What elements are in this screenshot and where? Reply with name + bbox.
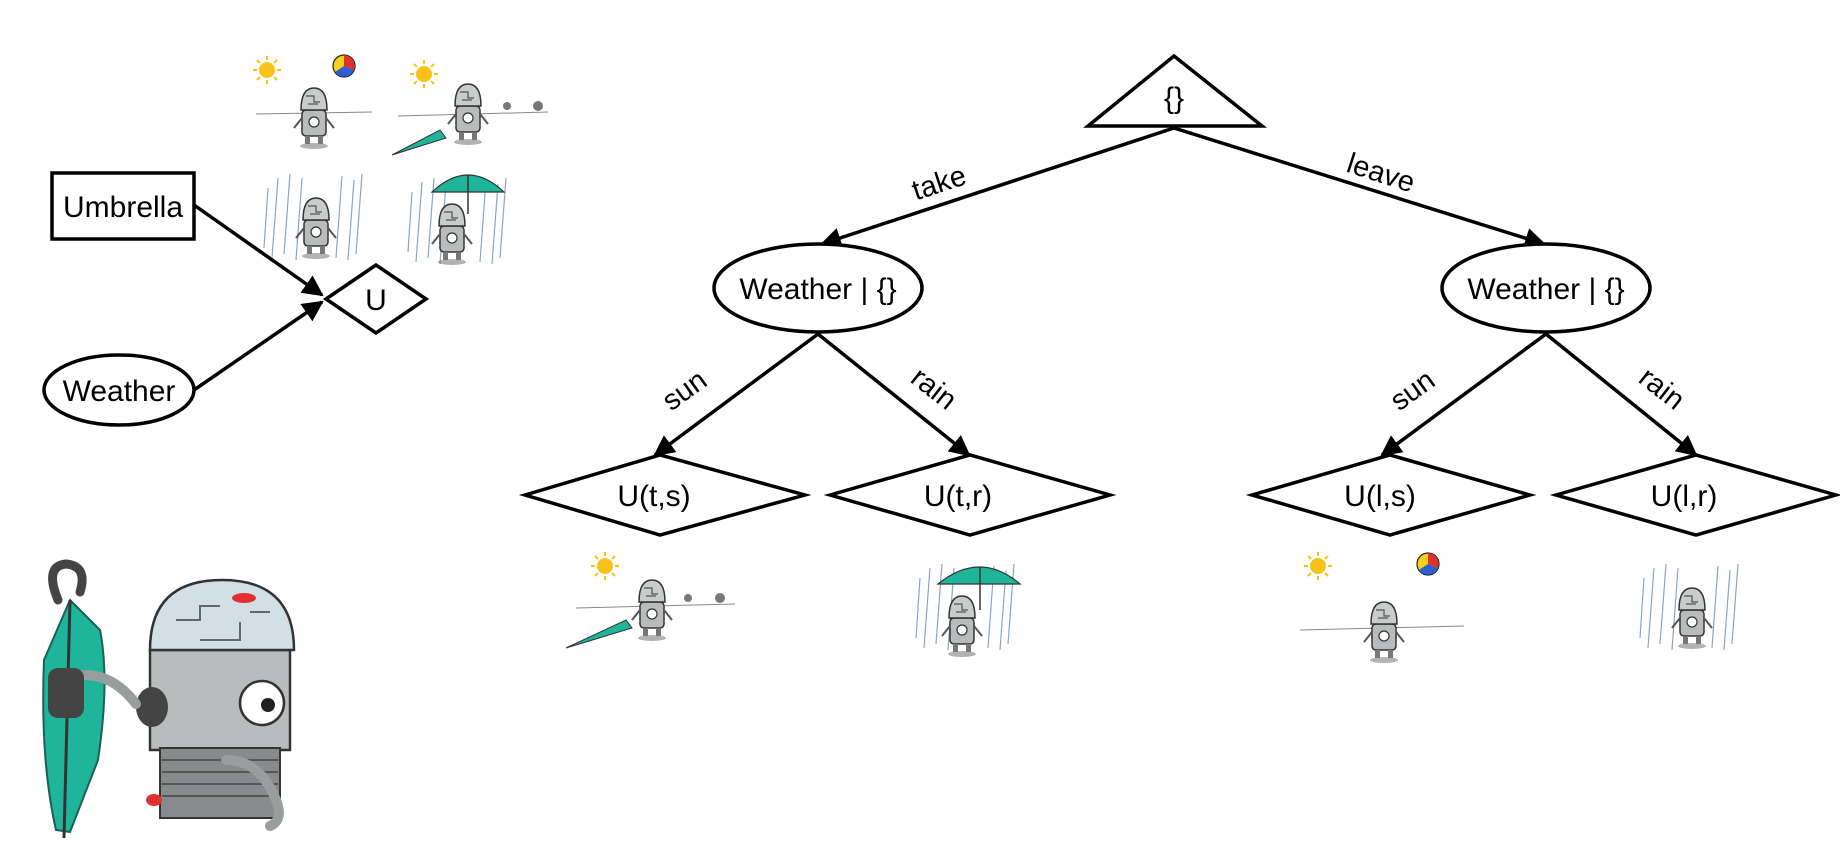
edge-rain-left (816, 332, 971, 457)
leaf-label-lr: U(l,r) (1651, 480, 1718, 513)
edge-label-rain-right: rain (1633, 361, 1691, 416)
edge-sun-left (653, 332, 820, 457)
rainy-no-umbrella-illustration (263, 173, 363, 261)
rainy-with-umbrella-illustration (407, 174, 507, 266)
edge-label-sun-left: sun (656, 364, 713, 417)
utility-leaf-leave-sun (1245, 453, 1537, 537)
weather-chance-node (42, 353, 196, 427)
leaf-label-tr: U(t,r) (924, 480, 992, 513)
edge-leave (1173, 126, 1547, 249)
utility-label: U (365, 284, 387, 317)
influence-diagram: Umbrella Weather U (42, 171, 430, 427)
chance-node-leave (1440, 242, 1652, 334)
leaf-illustration-leave-sun (1299, 551, 1465, 664)
sunny-with-umbrella-illustration (391, 59, 549, 156)
edge-label-sun-right: sun (1384, 364, 1441, 417)
utility-leaf-take-sun (518, 453, 812, 537)
robot-holding-umbrella-illustration (42, 559, 296, 839)
edge-take (820, 126, 1175, 249)
root-label: {} (1164, 82, 1184, 115)
weather-label: Weather (63, 375, 176, 408)
edge-rain-right (1544, 332, 1698, 457)
utility-leaf-leave-rain (1549, 453, 1840, 537)
chance-label-take: Weather | {} (739, 273, 896, 306)
decision-tree: take leave sun rain sun rain {} Weather … (518, 53, 1840, 537)
umbrella-to-utility-arrow (192, 203, 324, 297)
root-max-node (1083, 53, 1268, 128)
leaf-illustration-take-rain (915, 563, 1022, 658)
leaf-illustration-take-sun (565, 551, 736, 649)
leaf-illustration-leave-rain (1639, 563, 1739, 651)
weather-to-utility-arrow (193, 300, 324, 392)
leaf-label-ts: U(t,s) (617, 480, 690, 513)
umbrella-decision-node (50, 171, 196, 241)
leaf-label-ls: U(l,s) (1344, 480, 1416, 513)
chance-label-leave: Weather | {} (1467, 273, 1624, 306)
edge-sun-right (1380, 332, 1548, 457)
umbrella-label: Umbrella (63, 191, 183, 224)
outcome-illustration-grid (252, 54, 549, 266)
utility-node (322, 262, 430, 336)
sunny-no-umbrella-illustration (252, 54, 373, 150)
chance-node-take (712, 242, 924, 334)
utility-leaf-take-rain (823, 453, 1117, 537)
